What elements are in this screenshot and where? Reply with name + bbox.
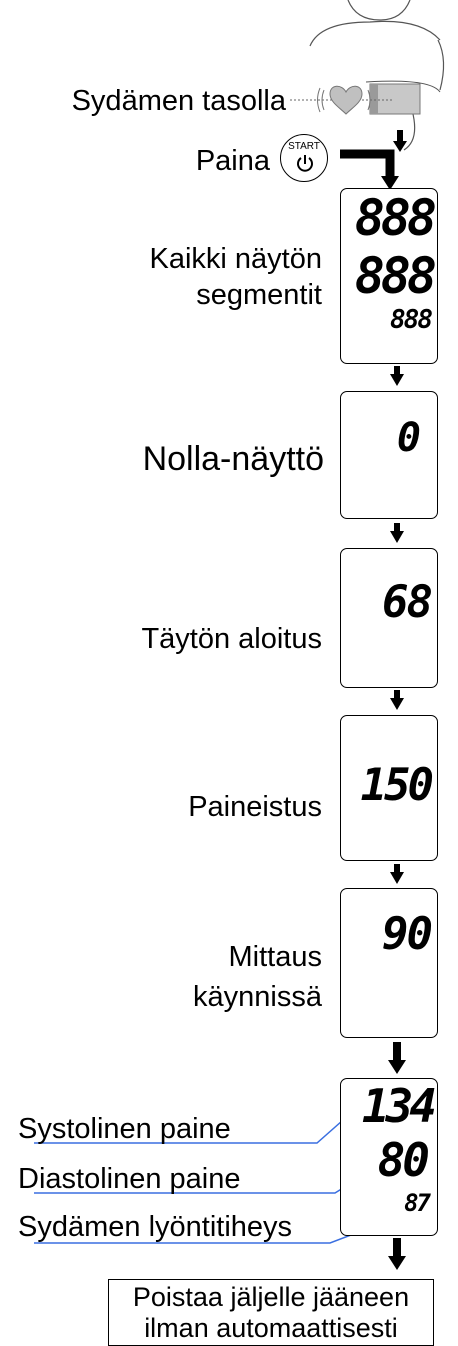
label-press: Paina xyxy=(195,145,270,177)
label-systolic: Systolinen paine xyxy=(18,1113,231,1145)
lcd-inflation: 68 xyxy=(340,548,438,688)
label-all-segments-1: Kaikki näytön xyxy=(149,243,323,275)
label-zero-display: Nolla-näyttö xyxy=(142,440,324,478)
start-button-label: START xyxy=(288,141,320,152)
lcd-inflation-value: 68 xyxy=(382,577,433,628)
lcd-pressurizing: 150 xyxy=(340,715,438,861)
start-button[interactable]: START xyxy=(280,134,328,182)
heart-icon xyxy=(317,85,371,115)
label-inflation-start: Täytön aloitus xyxy=(141,623,322,655)
final-step-line-1: Poistaa jäljelle jääneen xyxy=(132,1282,410,1312)
press-arrow xyxy=(340,149,399,190)
label-measuring-2: käynnissä xyxy=(193,981,322,1013)
label-heart-level: Sydämen tasolla xyxy=(71,85,286,117)
lcd-pressurizing-value: 150 xyxy=(360,760,435,811)
final-step-line-2: ilman automaattisesti xyxy=(144,1313,398,1343)
lcd-measuring-value: 90 xyxy=(382,909,433,960)
lcd-systolic-value: 134 xyxy=(361,1079,437,1133)
person-sketch xyxy=(309,0,445,151)
label-measuring-1: Mittaus xyxy=(228,941,322,973)
flow-arrows xyxy=(388,130,407,1270)
lcd-all-top: 888 xyxy=(354,189,437,247)
label-pressurizing: Paineistus xyxy=(188,791,322,823)
lcd-zero: 0 xyxy=(340,391,438,519)
lcd-measuring: 90 xyxy=(340,888,438,1038)
lcd-all-small: 888 xyxy=(390,305,433,335)
lcd-all-segments: 888 888 888 xyxy=(340,188,438,364)
label-all-segments-2: segmentit xyxy=(196,279,322,311)
power-icon xyxy=(297,155,313,172)
lcd-result: 134 80 87 xyxy=(340,1078,438,1236)
final-step-box: Poistaa jäljelle jääneen ilman automaatt… xyxy=(108,1279,434,1346)
label-diastolic: Diastolinen paine xyxy=(18,1163,241,1195)
cuff-icon xyxy=(365,80,441,115)
lcd-zero-value: 0 xyxy=(396,415,421,461)
lcd-all-mid: 888 xyxy=(354,247,437,305)
lcd-diastolic-value: 80 xyxy=(377,1133,430,1187)
lcd-pulse-value: 87 xyxy=(404,1189,431,1217)
label-pulse-rate: Sydämen lyöntitiheys xyxy=(18,1211,293,1243)
